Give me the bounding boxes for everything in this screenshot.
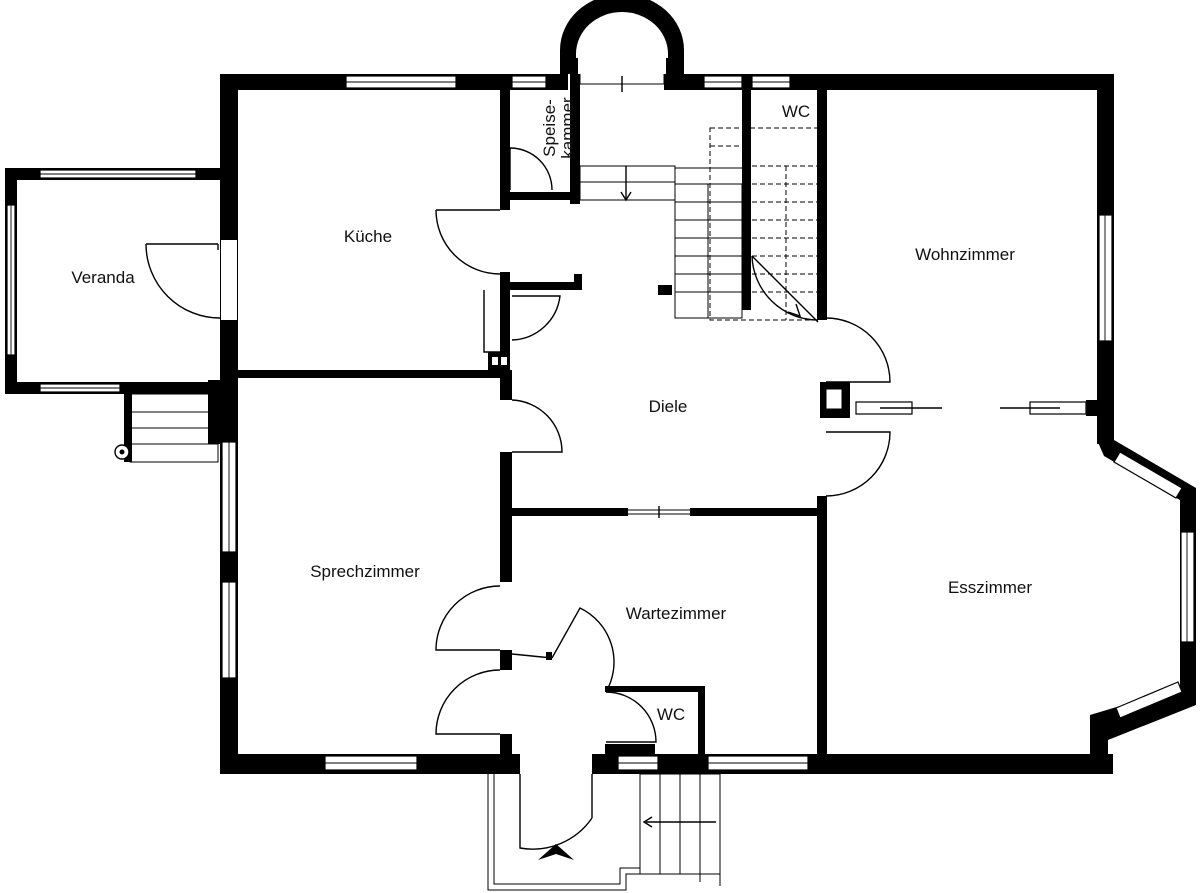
outer-walls	[220, 74, 1114, 774]
openings	[221, 240, 237, 320]
entrance-steps	[639, 773, 721, 886]
room-label-esszimmer: Esszimmer	[948, 578, 1032, 597]
veranda-stairs	[114, 380, 222, 463]
doors	[145, 147, 1100, 850]
stairs-above-dashed	[709, 127, 821, 321]
room-label-wohnzimmer: Wohnzimmer	[915, 245, 1015, 264]
room-label-wc-bottom: WC	[657, 705, 685, 724]
room-label-speisekammer-line2: kammer	[558, 97, 577, 159]
room-label-wartezimmer: Wartezimmer	[626, 604, 727, 623]
room-label-speisekammer-line1: Speise-	[540, 99, 559, 157]
apse	[560, 0, 684, 92]
room-label-veranda: Veranda	[71, 268, 135, 287]
entrance-porch	[487, 754, 640, 891]
room-label-sprechzimmer: Sprechzimmer	[310, 562, 420, 581]
windows	[6, 75, 1195, 771]
room-label-kueche: Küche	[344, 227, 392, 246]
entrance-arrow-icon	[538, 844, 574, 860]
bay-window	[1090, 440, 1196, 740]
room-label-diele: Diele	[649, 397, 688, 416]
interior-walls	[238, 74, 850, 754]
main-stairs	[579, 165, 743, 319]
room-label-wc-top: WC	[782, 102, 810, 121]
